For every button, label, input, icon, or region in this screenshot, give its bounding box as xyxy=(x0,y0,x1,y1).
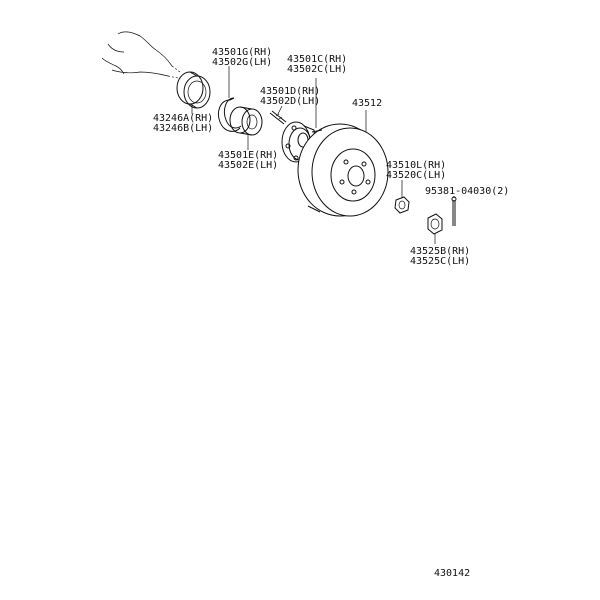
hub-nut xyxy=(427,213,443,235)
label-43502e: 43502E(LH) xyxy=(218,160,278,171)
label-43502g: 43502G(LH) xyxy=(212,57,272,68)
small-nut xyxy=(394,196,410,214)
label-43520c: 43520C(LH) xyxy=(386,170,446,181)
label-43501c: 43501C(RH) xyxy=(287,54,347,65)
brake-disc xyxy=(297,123,389,217)
leader-lines xyxy=(191,66,455,244)
cotter-pin xyxy=(451,196,457,226)
figure-code: 430142 xyxy=(434,568,470,579)
label-43501d: 43501D(RH) xyxy=(260,86,320,97)
seal-ring xyxy=(176,71,211,109)
label-95381: 95381-04030(2) xyxy=(425,186,509,197)
knuckle-outline xyxy=(101,31,181,79)
label-43502d: 43502D(LH) xyxy=(260,96,320,107)
label-43525c: 43525C(LH) xyxy=(410,256,470,267)
bearing xyxy=(229,106,263,136)
label-43501g: 43501G(RH) xyxy=(212,47,272,58)
label-43525b: 43525B(RH) xyxy=(410,246,470,257)
snap-ring xyxy=(217,97,242,132)
label-43512: 43512 xyxy=(352,98,382,109)
part-labels: 43501G(RH) 43502G(LH) 43501C(RH) 43502C(… xyxy=(153,47,509,267)
label-43502c: 43502C(LH) xyxy=(287,64,347,75)
label-43501e: 43501E(RH) xyxy=(218,150,278,161)
label-43246a: 43246A(RH) xyxy=(153,113,213,124)
label-43246b: 43246B(LH) xyxy=(153,123,213,134)
label-43510l: 43510L(RH) xyxy=(386,160,446,171)
hub-bolt xyxy=(269,110,287,125)
